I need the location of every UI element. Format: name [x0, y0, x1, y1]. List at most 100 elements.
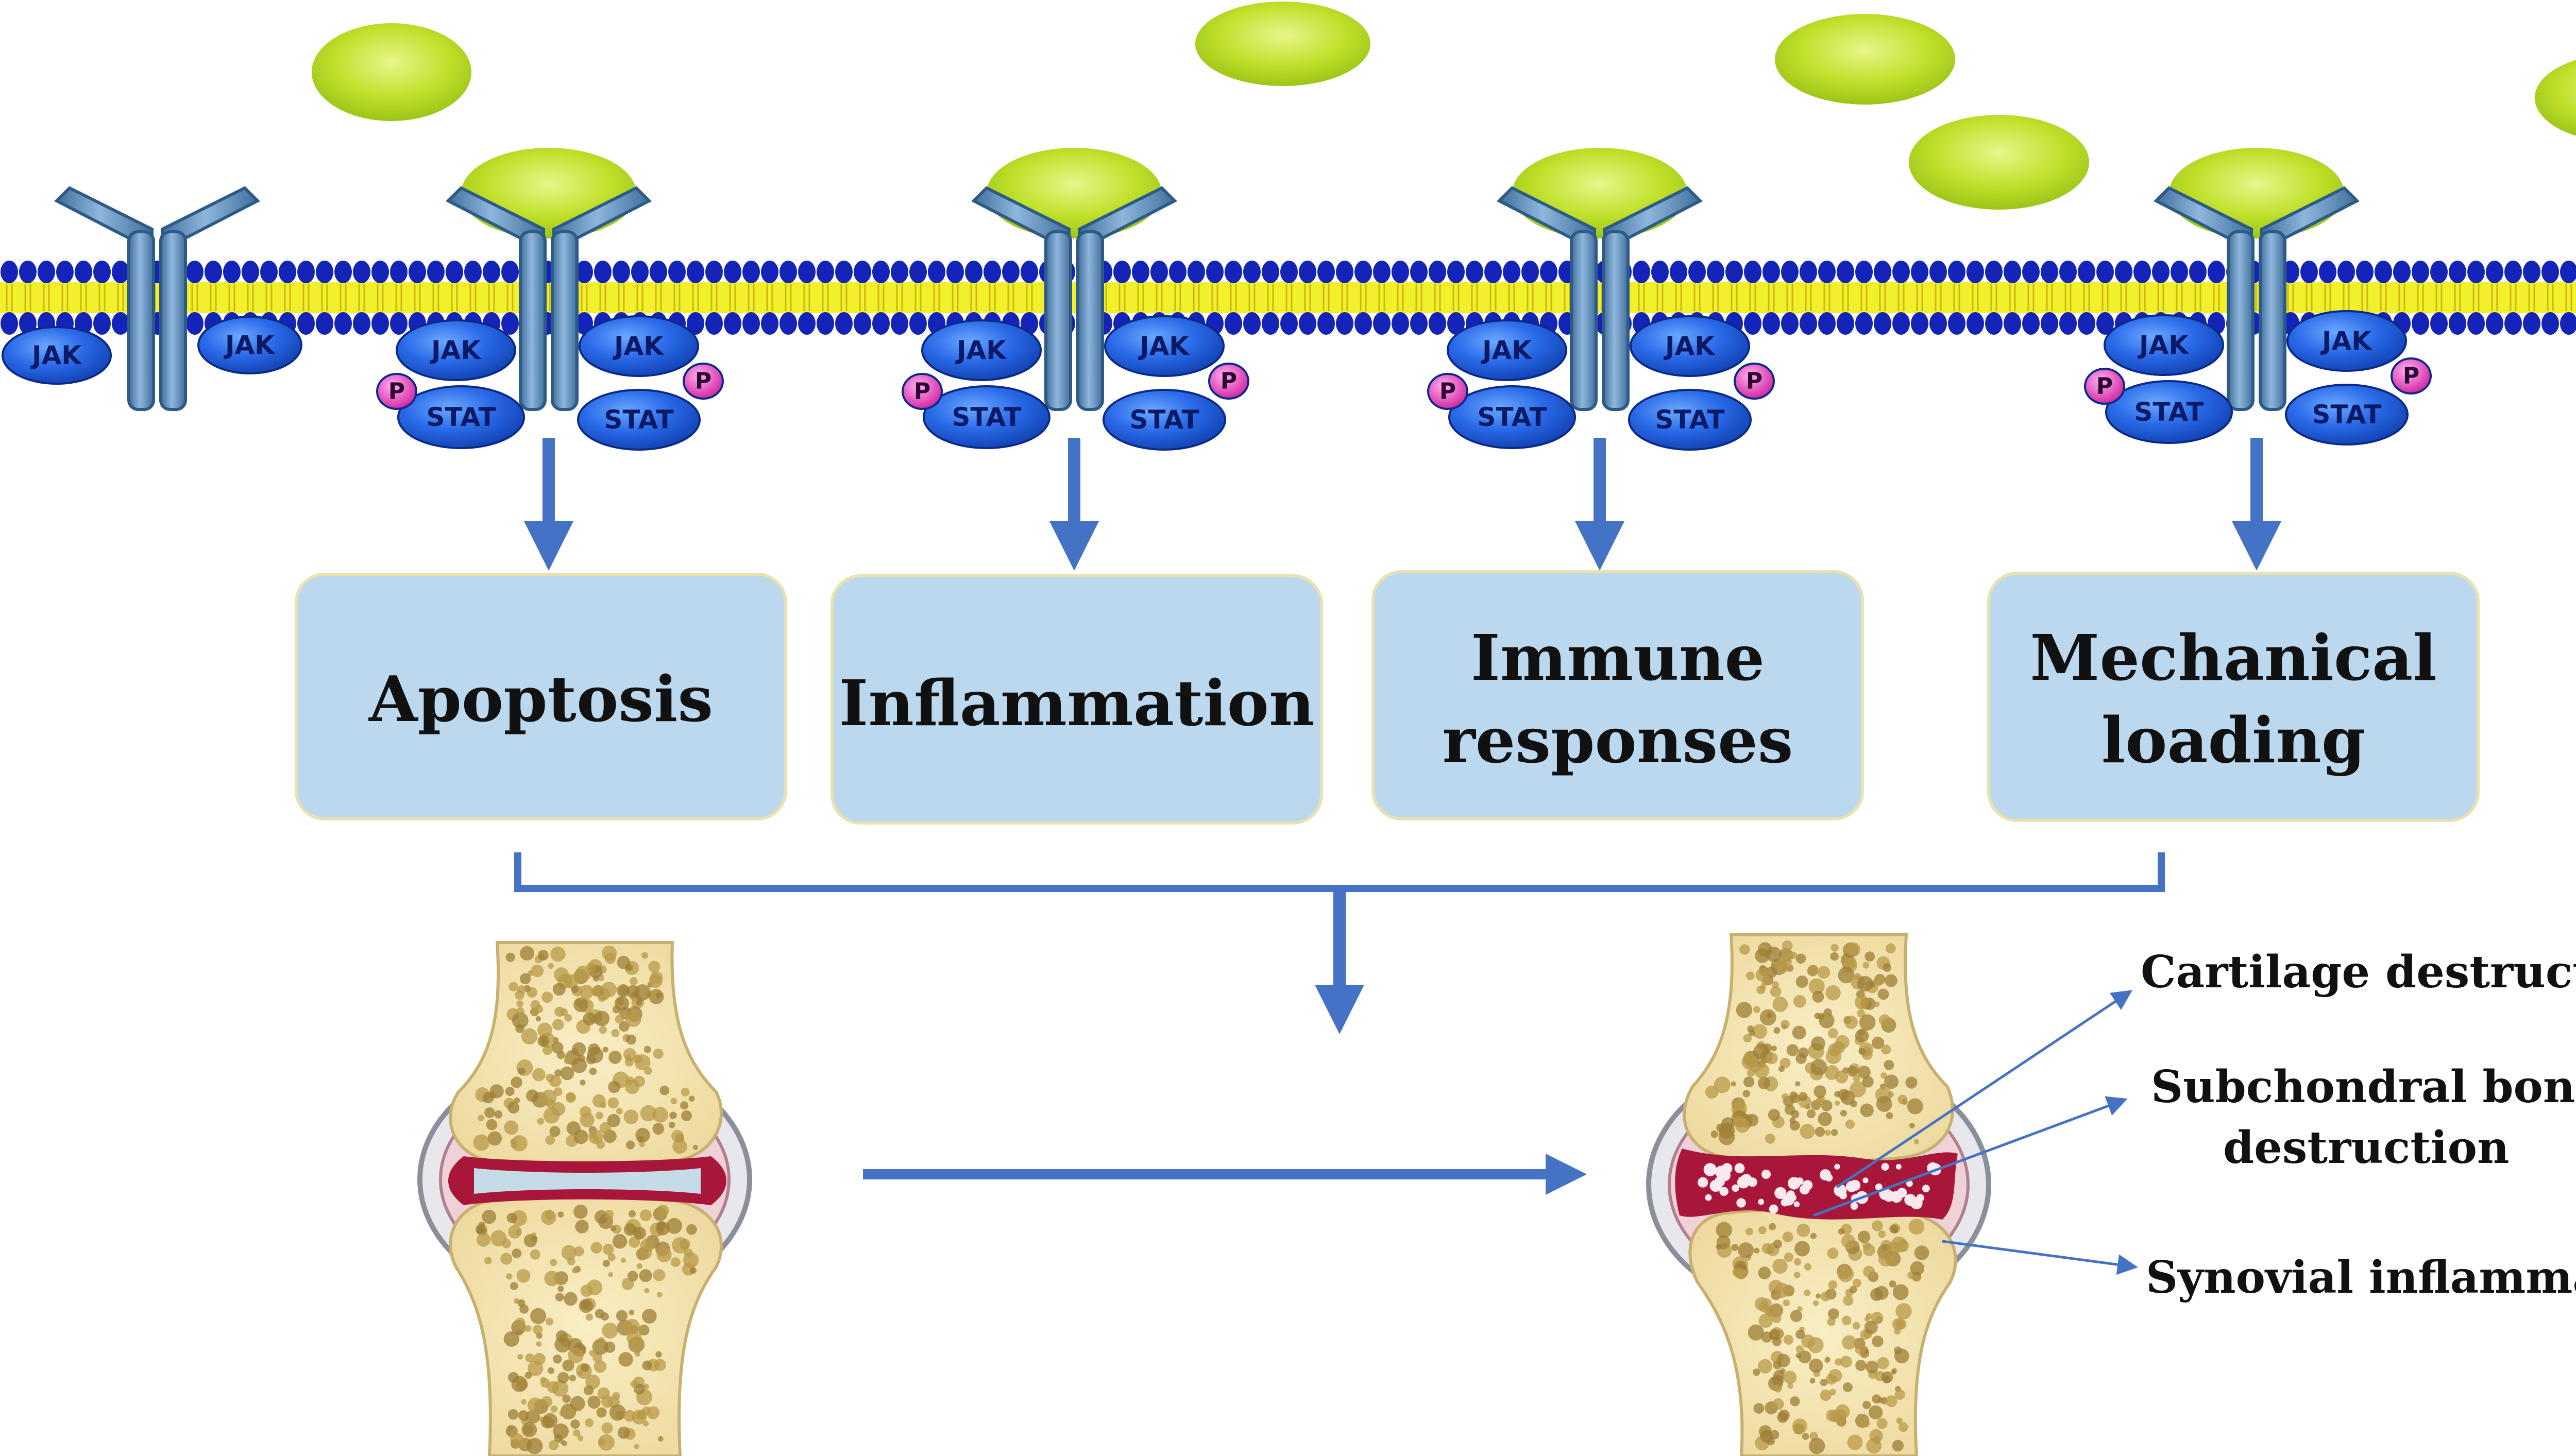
bone-fragment: [1890, 1191, 1903, 1203]
bone-pore: [583, 1012, 596, 1026]
bone-pore: [1876, 1418, 1888, 1429]
bone-pore: [1818, 1111, 1832, 1126]
phospho: P: [1734, 363, 1775, 400]
bone-pore: [623, 1109, 639, 1124]
bone-pore: [1807, 965, 1818, 977]
lipid-head: [1800, 312, 1817, 335]
bone-pore: [1817, 966, 1831, 979]
bone-pore: [669, 1111, 677, 1119]
bone-pore: [580, 1106, 591, 1118]
bone-pore: [1781, 1020, 1790, 1029]
lipid-head: [1800, 261, 1817, 283]
phospho-shape: [683, 363, 724, 400]
bone-pore: [1862, 1400, 1871, 1409]
bone-pore: [537, 1035, 550, 1047]
lipid-head: [965, 261, 982, 283]
bone-pore: [540, 1089, 557, 1106]
bone-pore: [543, 1107, 560, 1124]
lipid-head: [1670, 261, 1687, 283]
stat: STAT: [2285, 384, 2409, 446]
bone-fragment: [1774, 1187, 1787, 1200]
bone-pore: [599, 1122, 612, 1134]
lipid-head: [2133, 261, 2151, 283]
jak-label: JAK: [1664, 331, 1716, 361]
lipid-head: [2449, 261, 2466, 283]
bone-fragment: [1769, 1204, 1778, 1214]
bone-pore: [1731, 1244, 1739, 1252]
bone-pore: [1870, 1288, 1884, 1301]
bone-pore: [1716, 1222, 1732, 1238]
bone-pore: [619, 1021, 630, 1032]
lipid-head: [705, 261, 723, 283]
bone-pore: [1747, 1068, 1755, 1077]
lipid-head: [742, 312, 760, 335]
bone-pore: [656, 1292, 663, 1298]
bone-pore: [1809, 1359, 1823, 1373]
lipid-head: [279, 261, 296, 283]
lipid-head: [334, 261, 352, 283]
bone-pore: [633, 1054, 642, 1064]
lipid-head: [1985, 261, 2003, 283]
bone-pore: [473, 1134, 490, 1151]
lipid-head: [297, 312, 315, 335]
bone-pore: [1825, 1129, 1831, 1136]
bone-pore: [555, 1330, 568, 1342]
bone-pore: [1863, 1265, 1875, 1278]
lipid-head: [724, 312, 741, 335]
bone-pore: [1852, 1322, 1860, 1330]
bone-pore: [1827, 1317, 1836, 1326]
bone-pore: [1718, 1122, 1735, 1139]
phospho: P: [2391, 357, 2432, 395]
bone-pore: [1892, 1440, 1904, 1452]
lipid-head: [835, 312, 853, 335]
lipid-head: [2022, 312, 2040, 335]
lipid-head: [1781, 261, 1799, 283]
bone-pore: [1883, 963, 1892, 972]
bone-pore: [1824, 1065, 1840, 1080]
lipid-head: [2115, 261, 2132, 283]
lipid-head: [186, 312, 204, 335]
bone-pore: [550, 946, 566, 962]
receptor-stalk: [1602, 230, 1630, 411]
lipid-head: [186, 261, 204, 283]
bone-pore: [487, 1131, 502, 1146]
bone-pore: [592, 1352, 602, 1363]
jak-label: JAK: [2138, 330, 2190, 360]
lipid-head: [854, 261, 871, 283]
bone-pore: [1881, 1044, 1891, 1055]
bone-pore: [1752, 1368, 1760, 1376]
bone-pore: [553, 1355, 562, 1364]
bone-pore: [1773, 1239, 1782, 1248]
bone-pore: [555, 1293, 564, 1301]
lipid-head: [872, 261, 890, 283]
bone-pore: [612, 1234, 628, 1249]
bone-pore: [517, 985, 527, 995]
stat: STAT: [1448, 385, 1576, 449]
stat-shape: [577, 389, 701, 451]
bone-pore: [634, 984, 651, 1001]
bone-fragment: [1922, 1185, 1930, 1193]
bone-pore: [1877, 988, 1889, 1000]
bone-pore: [1766, 1052, 1778, 1065]
bone-pore: [1771, 1375, 1784, 1387]
bone-pore: [515, 1024, 524, 1033]
phospho-label: P: [1439, 379, 1456, 405]
bound-ligand: [461, 148, 636, 238]
phospho-shape: [1734, 363, 1775, 400]
lipid-head: [93, 312, 111, 335]
bone-pore: [656, 992, 662, 999]
bone-pore: [1897, 1094, 1907, 1105]
bone-pore: [642, 1406, 651, 1415]
receptor-stalk: [159, 230, 187, 411]
bone-pore: [1841, 1315, 1852, 1326]
bone-pore: [557, 1372, 569, 1384]
bone-pore: [581, 1363, 589, 1372]
bone-pore: [527, 1397, 543, 1413]
lipid-head: [1744, 261, 1761, 283]
bone-pore: [1855, 1343, 1866, 1355]
bone-pore: [1790, 1310, 1803, 1322]
jak-shape: [921, 319, 1042, 381]
bone-pore: [1905, 1076, 1918, 1089]
bone-pore: [626, 1140, 635, 1150]
